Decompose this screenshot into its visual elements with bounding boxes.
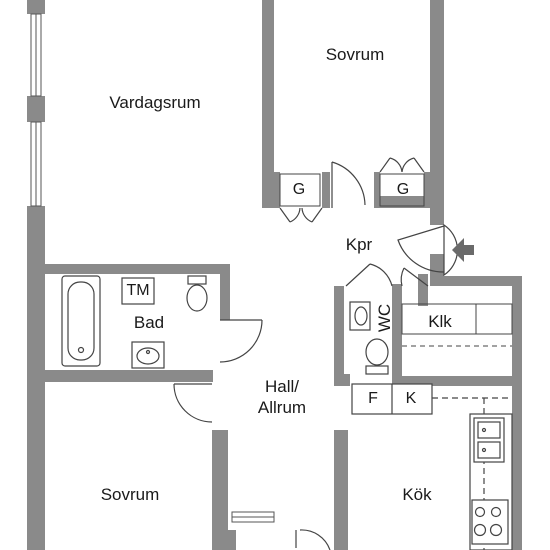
room-label-kpr: Kpr [345, 235, 373, 254]
toilet-icon [365, 338, 389, 375]
garderobe-boxes [279, 173, 425, 207]
room-label-hall-line1: Hall/ [264, 377, 299, 396]
walls [27, 0, 522, 550]
klk-shelves [401, 303, 513, 347]
stove-icon [471, 499, 509, 545]
room-label-sovrum-bottom: Sovrum [100, 485, 160, 504]
room-label-vardagsrum: Vardagsrum [109, 93, 201, 112]
room-label-klk: Klk [428, 312, 452, 331]
room-label-kok: Kök [402, 485, 432, 504]
sink-icon [349, 301, 371, 331]
fixture-label-garderob-right: G [396, 181, 410, 198]
kitchen-fixtures [351, 383, 513, 550]
fixture-label-garderob-left: G [292, 181, 306, 198]
kitchen-sink-icon [473, 417, 505, 463]
room-label-bad: Bad [133, 313, 165, 332]
toilet-icon [186, 275, 208, 312]
room-label-wc: WC [375, 303, 394, 333]
room-label-sovrum-top: Sovrum [325, 45, 385, 64]
room-label-hall-line2: Allrum [257, 398, 307, 417]
entrance-arrow-icon [443, 223, 474, 277]
door-swings [173, 157, 445, 550]
sink-icon [131, 341, 165, 369]
windows [30, 13, 275, 523]
fixture-label-tvattmaskin: TM [126, 282, 150, 299]
fixture-label-frys: F [368, 390, 378, 407]
bathroom-fixtures [61, 275, 208, 369]
fixture-label-kyl: K [405, 390, 417, 407]
washer-box [121, 277, 155, 305]
wc-fixtures [349, 301, 389, 375]
